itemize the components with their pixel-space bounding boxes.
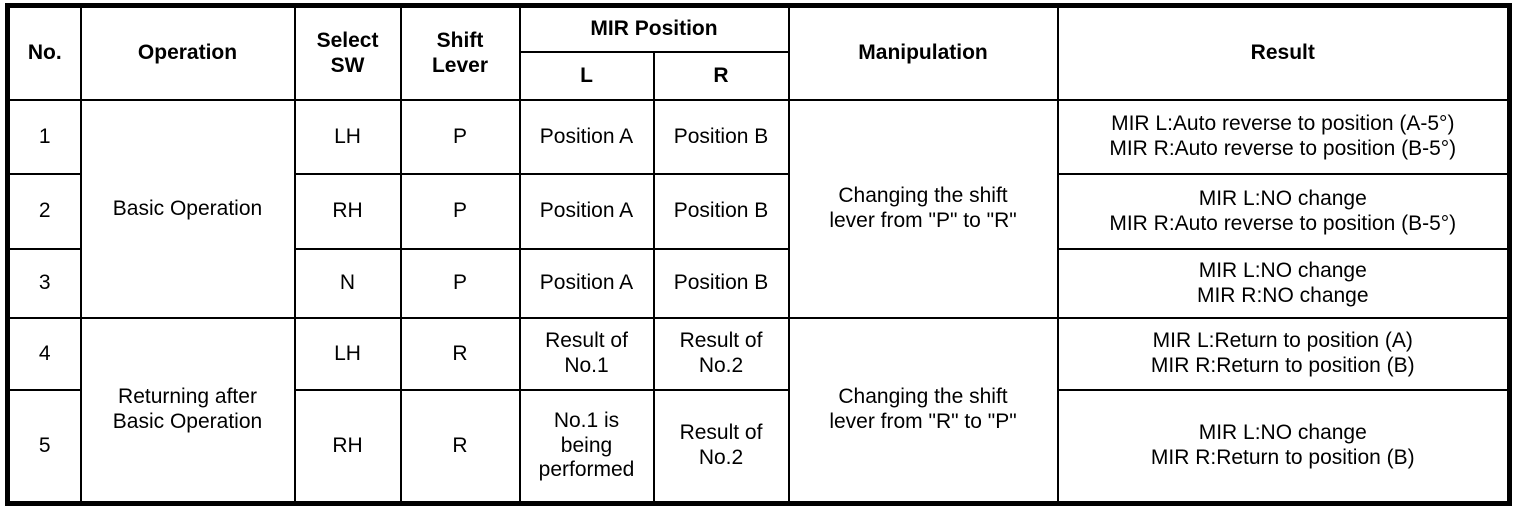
header-shift-lever-line1: Shift (436, 28, 484, 52)
row-2-shift-lever: P (399, 173, 521, 250)
row-2-result-line2: MIR R:Auto reverse to position (B-5°) (1109, 211, 1457, 235)
row-2-result: MIR L:NO change MIR R:Auto reverse to po… (1056, 173, 1511, 250)
row-5-no: 5 (6, 389, 82, 505)
row-2-select-sw: RH (293, 173, 402, 250)
table-header-row-1: No. Operation Select SW Shift Lever MIR … (6, 4, 1511, 101)
row-1-mir-r: Position B (652, 99, 790, 175)
table-header-row-2: L R (8, 51, 1510, 101)
row-4-mir-r-line1: Result of (679, 329, 763, 353)
manipulation-r-to-p-line2: lever from "R" to "P" (829, 410, 1017, 433)
row-5-shift-lever: R (399, 389, 521, 505)
row-2-no: 2 (6, 173, 82, 250)
header-mir-l: L (518, 51, 655, 101)
table-row: 4 Returning after Basic Operation LH R R… (6, 317, 1511, 505)
row-4-select-sw: LH (293, 317, 402, 391)
row-2-result-line1: MIR L:NO change (1198, 186, 1367, 210)
header-operation: Operation (79, 4, 296, 101)
row-4-mir-l-line1: Result of (545, 329, 628, 353)
row-5-select-sw: RH (293, 389, 402, 505)
table-row: 5 RH R No.1 is being performed Result of… (6, 389, 1511, 505)
operation-basic: Basic Operation (79, 99, 296, 319)
row-2-mir-l: Position A (518, 173, 655, 250)
header-shift-lever: Shift Lever (399, 4, 521, 101)
row-5-mir-l-line1: No.1 is (553, 408, 620, 432)
row-5-mir-l-line2: being (560, 433, 613, 457)
row-4-result: MIR L:Return to position (A) MIR R:Retur… (1056, 317, 1511, 391)
row-1-result: MIR L:Auto reverse to position (A-5°) MI… (1056, 99, 1511, 175)
manipulation-p-to-r-line2: lever from "P" to "R" (829, 209, 1017, 232)
row-3-mir-r: Position B (652, 248, 790, 319)
header-select-sw-line2: SW (330, 53, 365, 77)
row-3-result: MIR L:NO change MIR R:NO change (1056, 248, 1511, 319)
manipulation-r-to-p-line1: Changing the shift (838, 385, 1008, 409)
operation-returning-after-basic: Returning after Basic Operation (79, 317, 296, 505)
row-1-no: 1 (6, 99, 82, 175)
row-1-shift-lever: P (399, 99, 521, 175)
manipulation-p-to-r: Changing the shift lever from "P" to "R" (787, 99, 1059, 319)
row-4-mir-l-line2: No.1 (564, 354, 609, 377)
row-1-result-line1: MIR L:Auto reverse to position (A-5°) (1111, 112, 1455, 136)
row-5-mir-r-line2: No.2 (698, 446, 744, 469)
row-3-select-sw: N (293, 248, 402, 319)
spec-table-sheet: No. Operation Select SW Shift Lever MIR … (5, 3, 1513, 506)
row-3-no: 3 (6, 248, 82, 319)
row-5-result: MIR L:NO change MIR R:Return to position… (1056, 389, 1511, 505)
manipulation-p-to-r-line1: Changing the shift (838, 184, 1008, 208)
header-manipulation: Manipulation (787, 4, 1059, 101)
row-5-result-line1: MIR L:NO change (1198, 421, 1367, 445)
row-4-mir-r-line2: No.2 (698, 354, 744, 377)
row-2-mir-r: Position B (652, 173, 790, 250)
mir-operation-table: No. Operation Select SW Shift Lever MIR … (5, 3, 1513, 506)
row-4-no: 4 (6, 317, 82, 391)
header-no: No. (6, 4, 82, 101)
row-3-mir-l: Position A (518, 248, 655, 319)
header-mir-position: MIR Position (518, 4, 790, 53)
row-5-mir-l: No.1 is being performed (518, 389, 655, 505)
row-4-result-line2: MIR R:Return to position (B) (1150, 354, 1415, 377)
row-1-mir-l: Position A (518, 99, 655, 175)
header-select-sw-line1: Select (316, 28, 379, 52)
row-5-mir-l-line3: performed (538, 458, 635, 482)
manipulation-r-to-p: Changing the shift lever from "R" to "P" (787, 317, 1059, 505)
row-3-result-line1: MIR L:NO change (1198, 258, 1367, 282)
header-select-sw: Select SW (293, 4, 402, 101)
row-4-result-line1: MIR L:Return to position (A) (1152, 329, 1413, 353)
header-shift-lever-line2: Lever (431, 53, 489, 77)
row-3-result-line2: MIR R:NO change (1196, 283, 1369, 307)
operation-returning-line2: Basic Operation (112, 410, 263, 433)
row-4-mir-l: Result of No.1 (518, 317, 655, 391)
row-5-mir-r-line1: Result of (679, 421, 763, 445)
table-row: 2 RH P Position A Position B MIR L:NO ch… (6, 173, 1511, 250)
row-4-shift-lever: R (399, 317, 521, 391)
row-1-select-sw: LH (293, 99, 402, 175)
row-3-shift-lever: P (399, 248, 521, 319)
table-row: 1 Basic Operation LH P Position A Positi… (6, 99, 1511, 319)
row-4-mir-r: Result of No.2 (652, 317, 790, 391)
operation-returning-line1: Returning after (118, 385, 257, 409)
header-mir-r: R (652, 51, 790, 101)
row-5-result-line2: MIR R:Return to position (B) (1150, 446, 1415, 469)
table-row: 3 N P Position A Position B MIR L:NO cha… (6, 248, 1511, 319)
row-1-result-line2: MIR R:Auto reverse to position (B-5°) (1109, 137, 1457, 160)
header-result: Result (1056, 4, 1511, 101)
row-5-mir-r: Result of No.2 (652, 389, 790, 505)
